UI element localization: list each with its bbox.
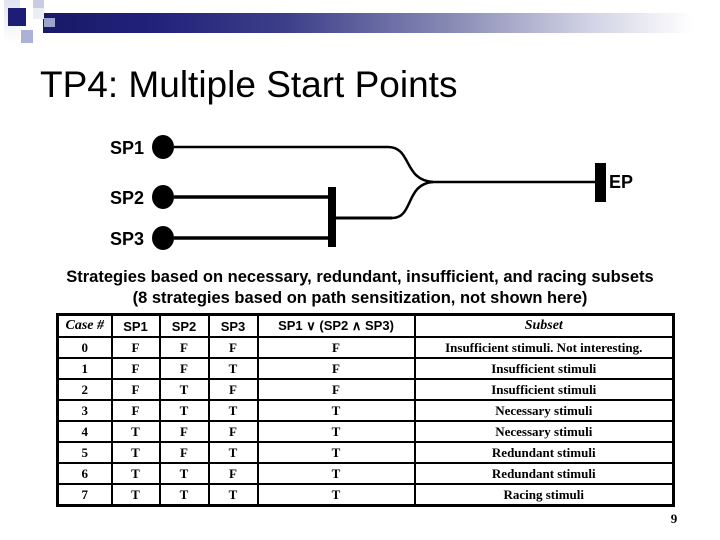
table-row: 3 F T T T Necessary stimuli bbox=[56, 399, 675, 422]
cell-result: T bbox=[256, 441, 416, 464]
sp3-node bbox=[152, 226, 174, 250]
cell-case: 4 bbox=[56, 420, 113, 443]
sp1-label: SP1 bbox=[110, 138, 145, 158]
cell-sp3: F bbox=[207, 336, 259, 359]
cell-sp1: F bbox=[110, 378, 161, 401]
cell-sp1: F bbox=[110, 336, 161, 359]
deco-square-lavender bbox=[44, 18, 55, 27]
table-row: 2 F T F F Insufficient stimuli bbox=[56, 378, 675, 401]
cell-result: F bbox=[256, 357, 416, 380]
cell-sp1: T bbox=[110, 462, 161, 485]
cell-sp1: T bbox=[110, 420, 161, 443]
header-formula: SP1 ∨ (SP2 ∧ SP3) bbox=[256, 313, 416, 338]
header-sp3: SP3 bbox=[207, 313, 259, 338]
cell-result: F bbox=[256, 336, 416, 359]
junction-merge-curve bbox=[391, 180, 434, 220]
header-case: Case # bbox=[56, 313, 113, 338]
cell-sp3: T bbox=[207, 483, 259, 507]
cell-result: T bbox=[256, 420, 416, 443]
cell-subset: Insufficient stimuli bbox=[413, 378, 675, 401]
sp2-node bbox=[152, 185, 174, 209]
cell-sp3: T bbox=[207, 399, 259, 422]
cell-sp1: T bbox=[110, 441, 161, 464]
sp1-node bbox=[152, 135, 174, 159]
table-row: 1 F F T F Insufficient stimuli bbox=[56, 357, 675, 380]
strategies-caption: Strategies based on necessary, redundant… bbox=[0, 267, 720, 309]
cell-sp1: F bbox=[110, 399, 161, 422]
table-row: 6 T T F T Redundant stimuli bbox=[56, 462, 675, 485]
cell-sp2: T bbox=[158, 399, 210, 422]
cell-case: 6 bbox=[56, 462, 113, 485]
cell-sp2: F bbox=[158, 420, 210, 443]
cell-case: 3 bbox=[56, 399, 113, 422]
table-row: 5 T F T T Redundant stimuli bbox=[56, 441, 675, 464]
cell-result: T bbox=[256, 399, 416, 422]
cell-sp2: T bbox=[158, 483, 210, 507]
cell-sp2: F bbox=[158, 441, 210, 464]
header-subset: Subset bbox=[413, 313, 675, 338]
strategy-truth-table: Case # SP1 SP2 SP3 SP1 ∨ (SP2 ∧ SP3) Sub… bbox=[56, 313, 675, 507]
cell-subset: Insufficient stimuli bbox=[413, 357, 675, 380]
slide-title: TP4: Multiple Start Points bbox=[40, 64, 458, 105]
cell-sp2: T bbox=[158, 462, 210, 485]
cell-sp3: F bbox=[207, 378, 259, 401]
strategies-line1: Strategies based on necessary, redundant… bbox=[66, 268, 654, 286]
deco-square-lightblue bbox=[33, 0, 44, 8]
header-sp2: SP2 bbox=[158, 313, 210, 338]
cell-case: 1 bbox=[56, 357, 113, 380]
deco-gradient-bar bbox=[43, 13, 720, 33]
deco-square-lavender-low bbox=[21, 30, 33, 43]
cell-case: 5 bbox=[56, 441, 113, 464]
strategies-line2: (8 strategies based on path sensitizatio… bbox=[132, 289, 588, 307]
sp1-merge-curve bbox=[387, 145, 434, 184]
table-row: 7 T T T T Racing stimuli bbox=[56, 483, 675, 507]
cell-subset: Necessary stimuli bbox=[413, 399, 675, 422]
cell-case: 2 bbox=[56, 378, 113, 401]
junction-bar bbox=[328, 187, 336, 247]
ep-label: EP bbox=[609, 172, 634, 192]
cell-subset: Insufficient stimuli. Not interesting. bbox=[413, 336, 675, 359]
ep-bar bbox=[595, 163, 606, 202]
deco-square-navy bbox=[8, 8, 26, 26]
cell-sp1: F bbox=[110, 357, 161, 380]
cell-sp1: T bbox=[110, 483, 161, 507]
cell-subset: Necessary stimuli bbox=[413, 420, 675, 443]
cell-case: 7 bbox=[56, 483, 113, 507]
deco-square-pale bbox=[33, 8, 44, 19]
cell-sp3: T bbox=[207, 357, 259, 380]
header-sp1: SP1 bbox=[110, 313, 161, 338]
table-row: 0 F F F F Insufficient stimuli. Not inte… bbox=[56, 336, 675, 359]
table-header-row: Case # SP1 SP2 SP3 SP1 ∨ (SP2 ∧ SP3) Sub… bbox=[56, 313, 675, 338]
cell-sp3: F bbox=[207, 420, 259, 443]
table-row: 4 T F F T Necessary stimuli bbox=[56, 420, 675, 443]
sp3-label: SP3 bbox=[110, 229, 145, 249]
cell-sp2: F bbox=[158, 357, 210, 380]
cell-result: T bbox=[256, 462, 416, 485]
cell-case: 0 bbox=[56, 336, 113, 359]
cell-result: T bbox=[256, 483, 416, 507]
cell-subset: Redundant stimuli bbox=[413, 441, 675, 464]
cell-sp3: T bbox=[207, 441, 259, 464]
cell-sp3: F bbox=[207, 462, 259, 485]
page-number: 9 bbox=[670, 511, 678, 526]
cell-sp2: F bbox=[158, 336, 210, 359]
sp2-label: SP2 bbox=[110, 188, 145, 208]
cell-sp2: T bbox=[158, 378, 210, 401]
cell-result: F bbox=[256, 378, 416, 401]
cell-subset: Redundant stimuli bbox=[413, 462, 675, 485]
cell-subset: Racing stimuli bbox=[413, 483, 675, 507]
